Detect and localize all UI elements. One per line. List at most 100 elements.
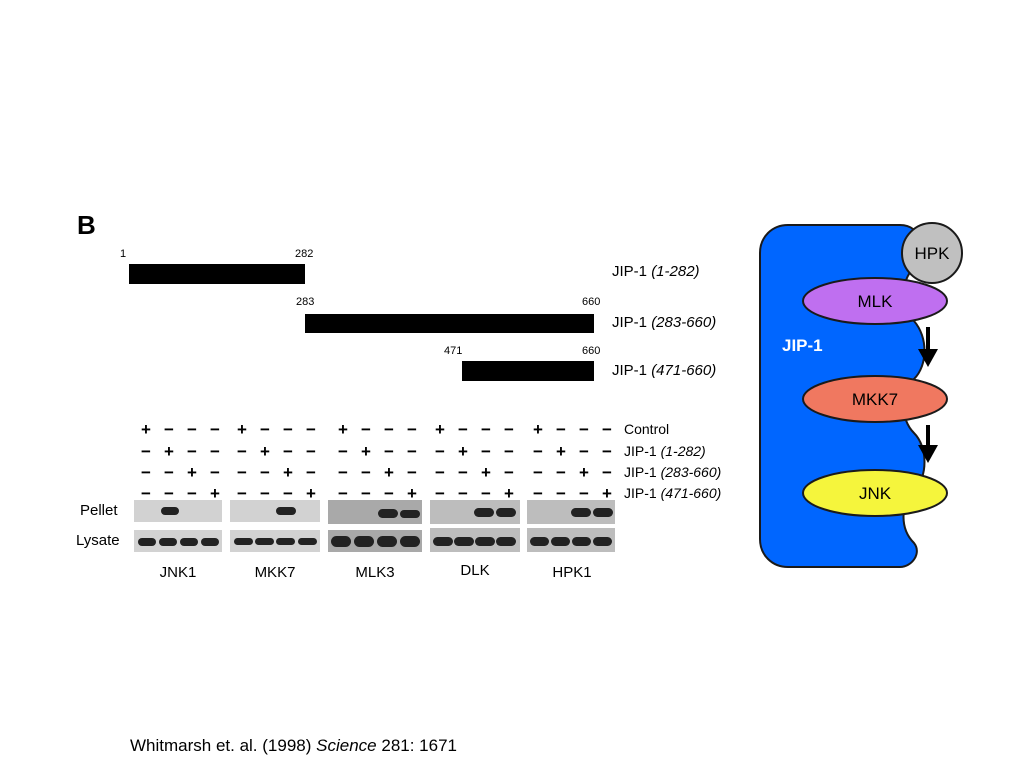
sign-plus: +	[141, 420, 151, 439]
blot-band	[159, 538, 177, 546]
sign-minus: −	[458, 463, 468, 482]
blot-band	[276, 507, 296, 515]
blot-band	[571, 508, 591, 517]
sign-minus: −	[556, 463, 566, 482]
sign-plus: +	[164, 442, 174, 461]
blot-band	[475, 537, 495, 546]
kinase-label-mkk7: MKK7	[254, 564, 296, 581]
sign-minus: −	[407, 463, 417, 482]
sign-minus: −	[533, 442, 543, 461]
sign-plus: +	[504, 484, 514, 503]
sign-minus: −	[481, 442, 491, 461]
sign-plus: +	[556, 442, 566, 461]
sign-plus: +	[306, 484, 316, 503]
sign-minus: −	[435, 484, 445, 503]
treatment-label-283-660: JIP-1 (283-660)	[624, 464, 722, 480]
sign-minus: −	[237, 463, 247, 482]
treatment-label-1-282: JIP-1 (1-282)	[624, 443, 706, 459]
sign-minus: −	[237, 442, 247, 461]
sign-minus: −	[361, 463, 371, 482]
sign-minus: −	[384, 484, 394, 503]
blot-band	[496, 537, 516, 546]
sign-minus: −	[504, 420, 514, 439]
construct-1-bar	[129, 264, 305, 284]
blot-band	[433, 537, 453, 546]
kinase-label-hpk1: HPK1	[552, 564, 592, 581]
sign-minus: −	[556, 484, 566, 503]
blot-band	[180, 538, 198, 546]
sign-plus: +	[210, 484, 220, 503]
sign-plus: +	[187, 463, 197, 482]
construct-2-start: 283	[296, 296, 315, 308]
blot-lysate-mkk7	[230, 530, 320, 552]
sign-minus: −	[361, 484, 371, 503]
sign-minus: −	[260, 420, 270, 439]
sign-minus: −	[306, 420, 316, 439]
sign-minus: −	[260, 484, 270, 503]
sign-minus: −	[556, 420, 566, 439]
blot-band	[138, 538, 156, 546]
sign-minus: −	[141, 463, 151, 482]
blot-lysate-hpk1	[527, 528, 615, 552]
construct-3-start: 471	[444, 345, 463, 357]
blot-band	[572, 537, 591, 546]
sign-minus: −	[260, 463, 270, 482]
sign-plus: +	[458, 442, 468, 461]
sign-minus: −	[210, 442, 220, 461]
sign-minus: −	[602, 463, 612, 482]
jip1-scaffold-schematic: JIP-1 HPK MLK MKK7 JNK	[759, 222, 963, 568]
sign-plus: +	[481, 463, 491, 482]
blot-band	[354, 536, 374, 547]
blot-pellet-mkk7	[230, 500, 320, 522]
blot-band	[454, 537, 474, 546]
blot-pellet-jnk1	[134, 500, 222, 522]
sign-minus: −	[164, 420, 174, 439]
construct-3-label: JIP-1 (471-660)	[612, 362, 717, 379]
sign-minus: −	[306, 463, 316, 482]
blot-lysate-dlk	[430, 528, 520, 552]
blot-lysate-jnk1	[134, 530, 222, 552]
sign-minus: −	[579, 484, 589, 503]
sign-minus: −	[141, 484, 151, 503]
sign-minus: −	[579, 442, 589, 461]
kinase-label-dlk: DLK	[460, 562, 490, 579]
sign-minus: −	[579, 420, 589, 439]
sign-plus: +	[533, 420, 543, 439]
row-label-pellet: Pellet	[80, 502, 118, 519]
blot-band	[298, 538, 317, 545]
sign-minus: −	[407, 420, 417, 439]
sign-minus: −	[237, 484, 247, 503]
sign-minus: −	[435, 442, 445, 461]
hpk-node	[901, 222, 963, 284]
sign-plus: +	[384, 463, 394, 482]
sign-minus: −	[458, 420, 468, 439]
sign-plus: +	[283, 463, 293, 482]
sign-minus: −	[407, 442, 417, 461]
treatment-label-control: Control	[624, 421, 670, 437]
sign-plus: +	[579, 463, 589, 482]
sign-minus: −	[481, 420, 491, 439]
treatment-label-471-660: JIP-1 (471-660)	[624, 485, 722, 501]
blot-band	[377, 536, 397, 547]
sign-minus: −	[435, 463, 445, 482]
scaffold-label: JIP-1	[782, 336, 823, 355]
construct-3-end: 660	[582, 345, 601, 357]
citation: Whitmarsh et. al. (1998) Science 281: 16…	[130, 736, 457, 755]
blot-band	[474, 508, 494, 517]
sign-minus: −	[141, 442, 151, 461]
sign-minus: −	[338, 463, 348, 482]
kinase-label-jnk1: JNK1	[159, 564, 197, 581]
mlk-label: MLK	[858, 292, 894, 311]
blot-band	[593, 508, 613, 517]
sign-minus: −	[533, 463, 543, 482]
sign-minus: −	[187, 420, 197, 439]
sign-minus: −	[384, 420, 394, 439]
sign-plus: +	[338, 420, 348, 439]
panel-letter: B	[77, 210, 96, 240]
jnk-label: JNK	[859, 484, 892, 503]
mkk7-label: MKK7	[852, 390, 898, 409]
blot-band	[255, 538, 274, 545]
sign-minus: −	[283, 442, 293, 461]
blot-pellet-mlk3	[328, 500, 422, 524]
sign-minus: −	[504, 463, 514, 482]
